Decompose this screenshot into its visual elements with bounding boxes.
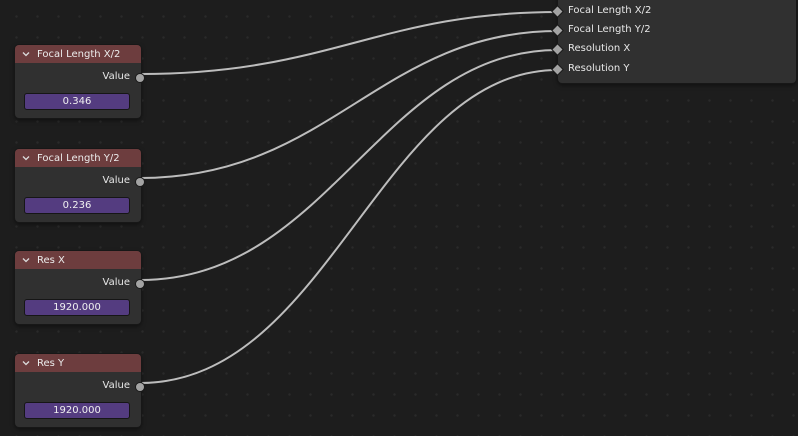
link-res-x[interactable] <box>139 49 559 281</box>
output-label: Value <box>102 277 130 288</box>
output-label: Value <box>102 175 130 186</box>
chevron-down-icon[interactable] <box>21 49 31 59</box>
value-field[interactable]: 0.346 <box>24 93 130 110</box>
output-socket[interactable] <box>136 383 144 391</box>
node-title: Focal Length X/2 <box>37 48 121 60</box>
input-label: Resolution X <box>568 43 631 54</box>
output-socket[interactable] <box>136 280 144 288</box>
value-node-res-y[interactable]: Res Y Value 1920.000 <box>15 354 144 427</box>
link-focal-x[interactable] <box>139 11 559 75</box>
input-label: Resolution Y <box>568 63 630 74</box>
group-node[interactable]: Focal Length X/2 Focal Length Y/2 Resolu… <box>552 0 796 83</box>
output-label: Value <box>102 71 130 82</box>
link-res-y[interactable] <box>139 69 559 384</box>
output-socket[interactable] <box>136 178 144 186</box>
input-socket[interactable] <box>552 64 563 75</box>
chevron-down-icon[interactable] <box>21 358 31 368</box>
value-node-focal-length-y[interactable]: Focal Length Y/2 Value 0.236 <box>15 149 144 222</box>
node-header[interactable]: Focal Length X/2 <box>15 45 141 63</box>
value-node-focal-length-x[interactable]: Focal Length X/2 Value 0.346 <box>15 45 144 118</box>
input-label: Focal Length Y/2 <box>568 24 651 35</box>
chevron-down-icon[interactable] <box>21 153 31 163</box>
value-field[interactable]: 1920.000 <box>24 402 130 419</box>
node-header[interactable]: Res X <box>15 251 141 269</box>
value-node-res-x[interactable]: Res X Value 1920.000 <box>15 251 144 324</box>
node-title: Focal Length Y/2 <box>37 152 120 164</box>
input-row-focal-length-x: Focal Length X/2 <box>568 5 651 16</box>
input-row-focal-length-y: Focal Length Y/2 <box>568 24 651 35</box>
input-socket[interactable] <box>552 6 563 17</box>
output-label: Value <box>102 380 130 391</box>
link-focal-y[interactable] <box>139 30 559 179</box>
node-header[interactable]: Focal Length Y/2 <box>15 149 141 167</box>
node-header[interactable]: Res Y <box>15 354 141 372</box>
input-socket[interactable] <box>552 44 563 55</box>
value-field[interactable]: 0.236 <box>24 197 130 214</box>
value-field[interactable]: 1920.000 <box>24 299 130 316</box>
input-socket[interactable] <box>552 25 563 36</box>
input-row-resolution-x: Resolution X <box>568 43 630 54</box>
output-socket[interactable] <box>136 74 144 82</box>
input-label: Focal Length X/2 <box>568 5 652 16</box>
input-row-resolution-y: Resolution Y <box>568 63 630 74</box>
chevron-down-icon[interactable] <box>21 255 31 265</box>
node-title: Res Y <box>37 357 65 369</box>
node-title: Res X <box>37 254 65 266</box>
